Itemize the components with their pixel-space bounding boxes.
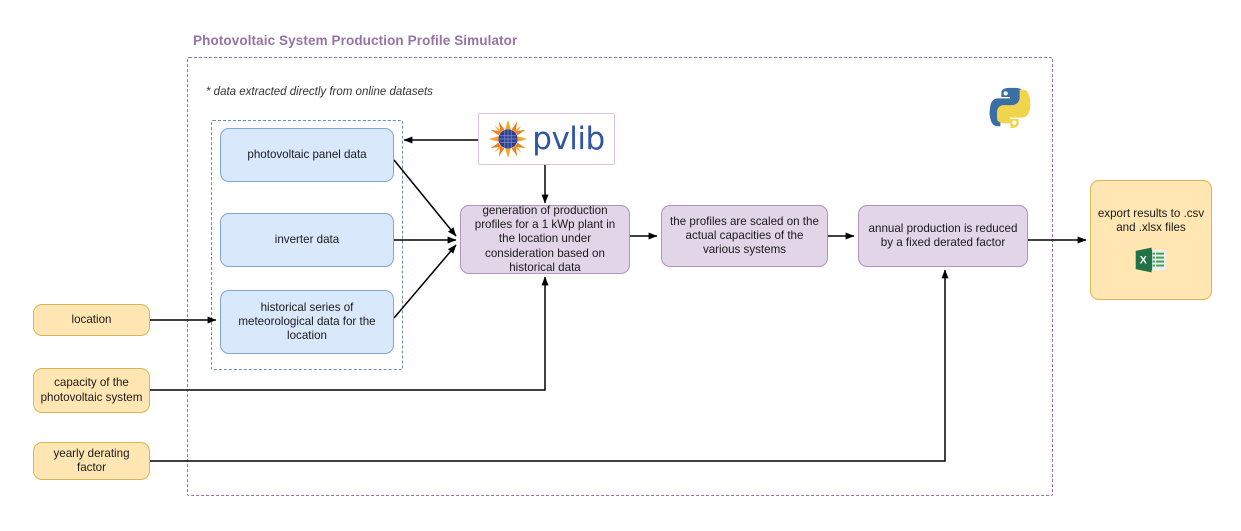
- node-inverter-data[interactable]: inverter data: [220, 213, 394, 267]
- node-profiles-scaled-on-capacities[interactable]: the profiles are scaled on the actual ca…: [661, 205, 828, 267]
- node-export-results[interactable]: export results to .csv and .xlsx files X: [1090, 180, 1212, 300]
- export-label: export results to .csv and .xlsx files: [1097, 207, 1205, 235]
- svg-text:X: X: [1140, 255, 1148, 267]
- excel-file-icon: X: [1135, 247, 1167, 273]
- node-input-yearly-derating-factor[interactable]: yearly derating factor: [33, 442, 150, 480]
- page-title: Photovoltaic System Production Profile S…: [193, 33, 518, 48]
- node-annual-production-derated[interactable]: annual production is reduced by a fixed …: [858, 205, 1028, 267]
- pvlib-sun-icon: [489, 119, 528, 159]
- node-input-capacity[interactable]: capacity of the photovoltaic system: [33, 368, 150, 413]
- node-photovoltaic-panel-data[interactable]: photovoltaic panel data: [220, 128, 394, 182]
- node-generation-of-production-profiles[interactable]: generation of production profiles for a …: [460, 204, 630, 274]
- pvlib-library-card[interactable]: pvlib: [478, 113, 615, 165]
- pvlib-wordmark: pvlib: [532, 120, 605, 157]
- datasets-footnote: * data extracted directly from online da…: [206, 86, 433, 98]
- python-logo-icon: [989, 87, 1031, 129]
- node-historical-meteorological-data[interactable]: historical series of meteorological data…: [220, 290, 394, 354]
- node-input-location[interactable]: location: [33, 304, 150, 336]
